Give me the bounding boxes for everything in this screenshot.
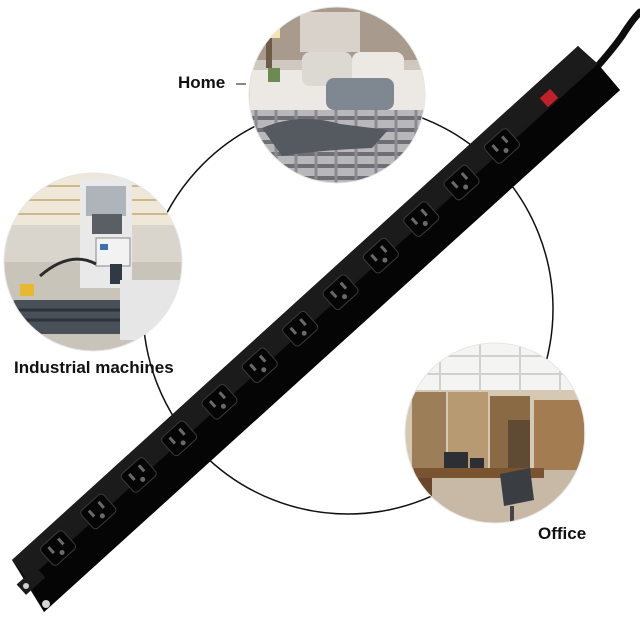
outlet-icon [201, 384, 238, 420]
caption-home: Home [178, 73, 226, 92]
home-photo [249, 7, 425, 183]
outlet-icon [282, 310, 319, 347]
mounting-hole-icon [23, 583, 29, 589]
outlet-icon [39, 530, 77, 566]
office-photo [405, 343, 585, 523]
outlet-icon [483, 128, 521, 164]
outlet-icon [241, 347, 278, 384]
outlet-icon [362, 237, 399, 274]
outlet-icon [120, 457, 157, 493]
industrial-machine-photo [4, 173, 182, 351]
outlet-group [39, 128, 521, 566]
power-switch [539, 88, 559, 108]
caption-industrial-machines: Industrial machines [14, 358, 174, 377]
power-cord [592, 8, 640, 72]
outlet-icon [443, 164, 480, 201]
outlet-icon [80, 493, 117, 530]
mounting-hole-icon [42, 600, 50, 608]
outlet-icon [403, 201, 440, 237]
outlet-icon [161, 420, 198, 457]
caption-office: Office [538, 524, 587, 543]
outlet-icon [322, 274, 359, 310]
